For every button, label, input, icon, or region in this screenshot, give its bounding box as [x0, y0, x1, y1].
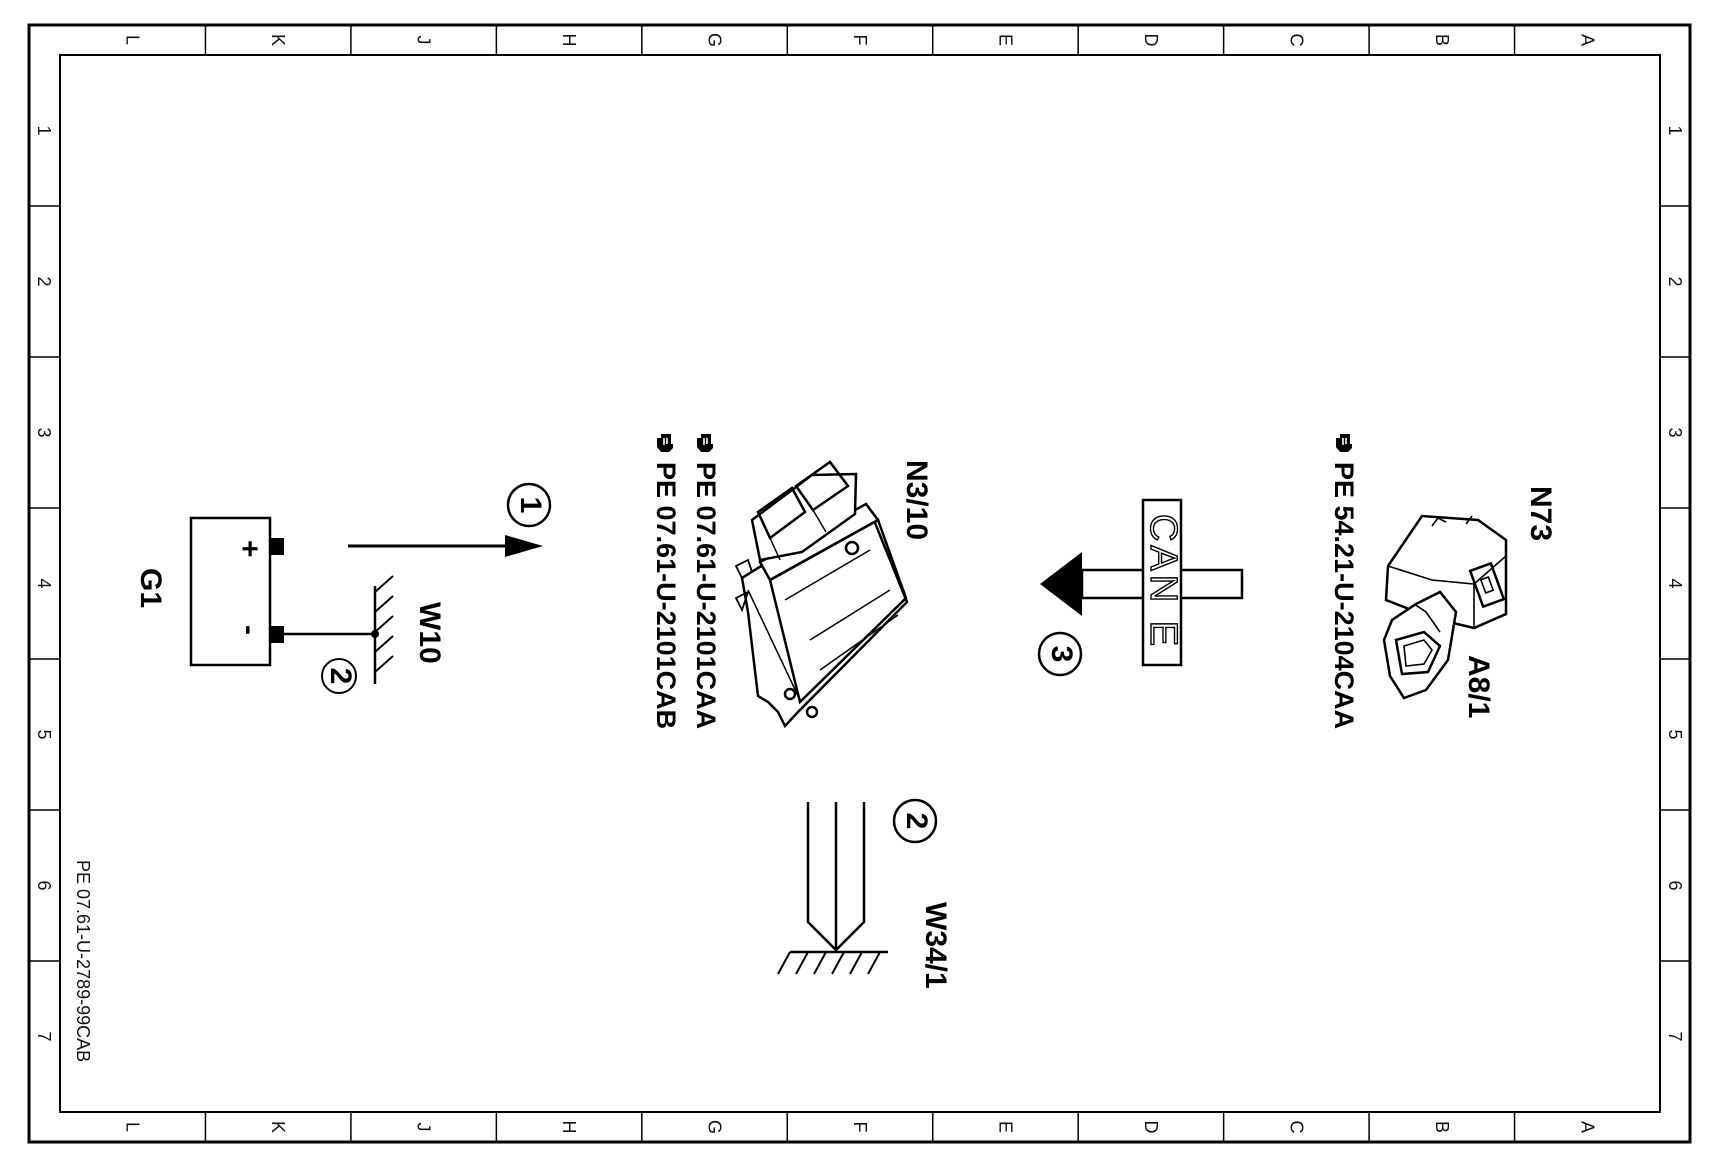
ground-w10: W10: [284, 575, 446, 684]
column-label-bottom: G: [705, 1120, 725, 1134]
row-label-left: 2: [34, 276, 54, 286]
drawing-frame: L K J H G F E D C B A L K J H G F E D C B A 1 2 3 4 5 6 7 1 2 3 4 5 6 7: [27, 23, 1692, 1144]
can-bus-label: CAN E: [1142, 514, 1184, 650]
column-label-bottom: D: [1141, 1121, 1161, 1134]
battery-label: G1: [134, 568, 167, 608]
row-label-left: 6: [34, 880, 54, 890]
column-label-top: C: [1286, 34, 1306, 47]
document-id: PE 07.61-U-2789-99CAB: [73, 860, 93, 1062]
battery-minus-sign: -: [233, 625, 266, 635]
column-label-top: G: [705, 33, 725, 47]
column-label-top: F: [850, 35, 870, 46]
row-label-left: 3: [34, 427, 54, 437]
row-label-right: 6: [1665, 880, 1685, 890]
marker-3: 3: [1037, 631, 1083, 677]
row-label-right: 5: [1665, 729, 1685, 739]
row-label-right: 1: [1665, 125, 1685, 135]
ignition-switch-n73: [1384, 514, 1508, 630]
ecu-refs: PE 07.61-U-2101CAA PE 07.61-U-2101CAB: [651, 433, 721, 729]
row-label-left: 4: [34, 578, 54, 588]
battery-plus-sign: +: [233, 540, 266, 558]
key-a8-1: [1382, 590, 1458, 700]
row-label-left: 1: [34, 125, 54, 135]
key-label: A8/1: [1462, 655, 1495, 718]
pointing-hand-icon: [656, 433, 674, 453]
column-label-bottom: C: [1286, 1121, 1306, 1134]
svg-text:2: 2: [900, 813, 933, 830]
row-label-right: 7: [1665, 1031, 1685, 1041]
marker-2-w34: 2: [892, 798, 938, 844]
ground-w10-label: W10: [413, 602, 446, 664]
ecu-ref-2: PE 07.61-U-2101CAB: [651, 462, 681, 729]
column-label-bottom: F: [850, 1122, 870, 1133]
ground-w34-label: W34/1: [919, 902, 952, 989]
marker-2-battery: 2: [321, 658, 357, 694]
pointing-hand-icon: [696, 433, 714, 453]
ecu-ref-1: PE 07.61-U-2101CAA: [691, 462, 721, 729]
column-label-bottom: A: [1577, 1121, 1597, 1133]
column-label-top: E: [995, 34, 1015, 46]
column-label-top: K: [268, 34, 288, 46]
column-label-bottom: J: [414, 1123, 434, 1132]
ecu-label: N3/10: [900, 460, 933, 540]
column-label-bottom: H: [559, 1121, 579, 1134]
signal-arrow-1: 1: [348, 482, 552, 557]
column-label-bottom: E: [995, 1121, 1015, 1133]
row-label-right: 3: [1665, 427, 1685, 437]
column-label-top: A: [1577, 34, 1597, 46]
ignition-ref-text: PE 54.21-U-2104CAA: [1329, 462, 1359, 729]
column-label-bottom: L: [123, 1122, 143, 1132]
ignition-label: N73: [1524, 486, 1557, 541]
column-label-top: B: [1432, 34, 1452, 46]
column-label-bottom: B: [1432, 1121, 1452, 1133]
svg-text:2: 2: [324, 668, 357, 685]
ground-w34-1: W34/1: [777, 802, 952, 989]
ignition-ref: PE 54.21-U-2104CAA: [1329, 433, 1359, 729]
row-label-left: 7: [34, 1031, 54, 1041]
ecu-n3-10: [734, 460, 909, 729]
row-label-right: 4: [1665, 578, 1685, 588]
column-label-top: J: [414, 36, 434, 45]
battery-g1: + - G1: [134, 516, 284, 667]
svg-text:1: 1: [514, 497, 547, 514]
svg-text:3: 3: [1045, 646, 1078, 663]
row-label-left: 5: [34, 729, 54, 739]
column-label-top: L: [123, 35, 143, 45]
can-bus-arrow: CAN E: [1040, 498, 1244, 667]
pointing-hand-icon: [1335, 433, 1353, 453]
row-label-right: 2: [1665, 276, 1685, 286]
column-label-top: H: [559, 34, 579, 47]
column-label-top: D: [1141, 34, 1161, 47]
column-label-bottom: K: [268, 1121, 288, 1133]
